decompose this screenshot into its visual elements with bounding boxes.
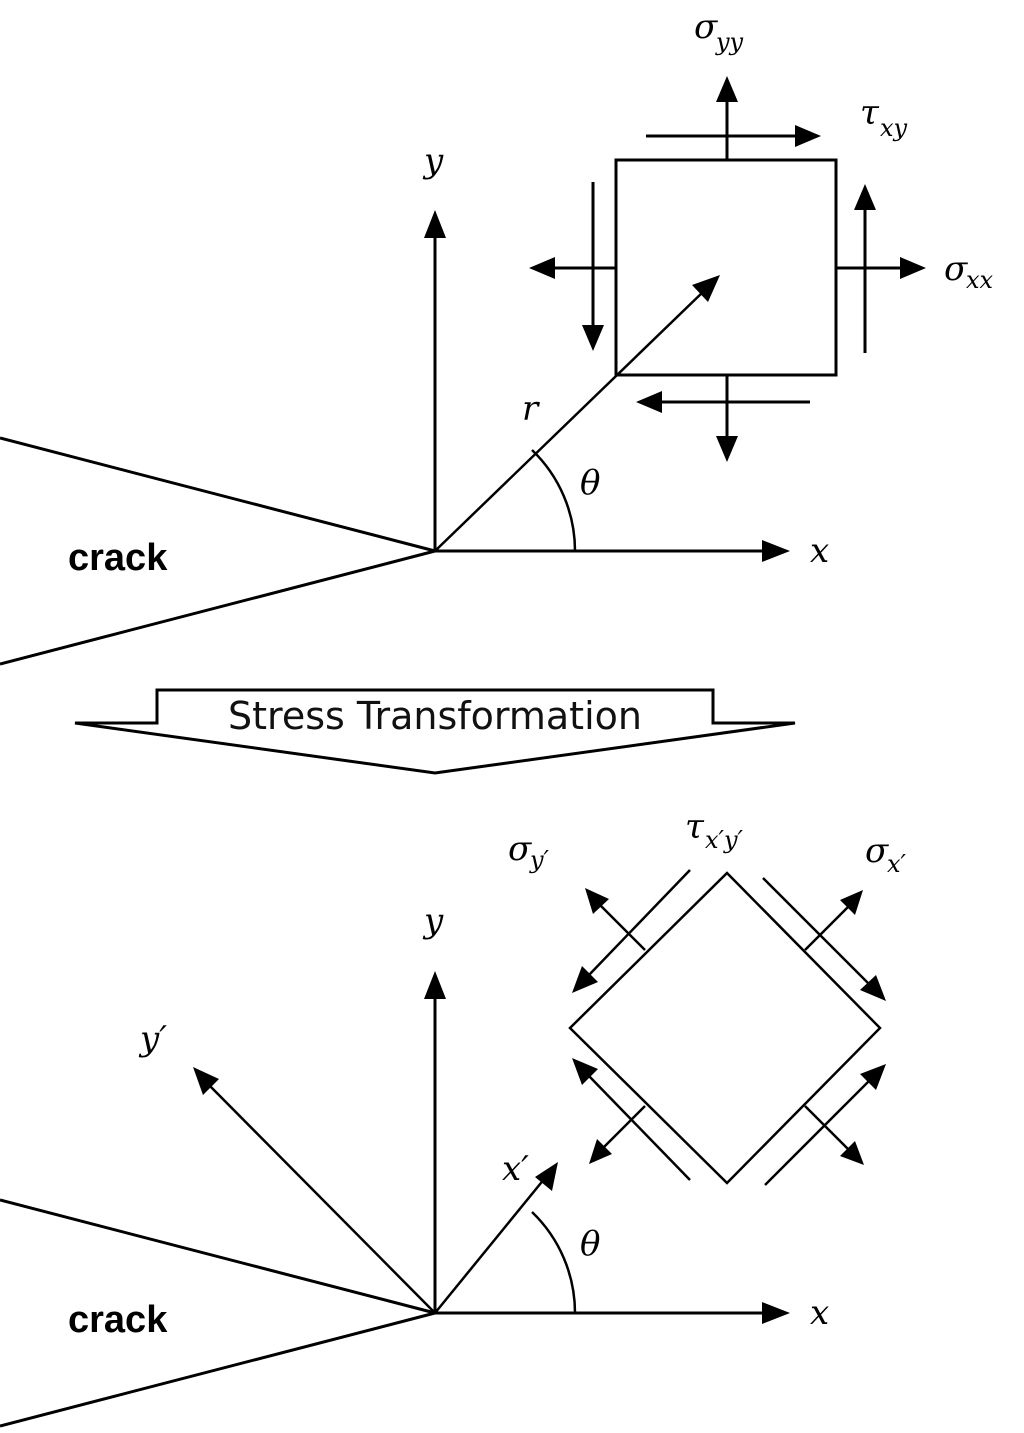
bottom-panel: crack x y y′ x′ θ (0, 807, 907, 1428)
x-axis-arrowhead (762, 540, 790, 562)
tau-xy-left-arrow (582, 182, 604, 351)
tau-shear-arrow-lower-right (764, 1064, 886, 1186)
crack-upper-flank (0, 436, 436, 553)
x-axis-arrowhead (762, 1302, 790, 1324)
stress-transformation-banner: Stress Transformation (74, 688, 796, 775)
svg-text:xx: xx (966, 266, 994, 294)
banner-label: Stress Transformation (228, 694, 642, 738)
crack-label: crack (68, 1299, 168, 1341)
svg-text:σ: σ (508, 829, 532, 869)
y-axis-label: y (422, 901, 444, 941)
y-axis (424, 971, 446, 1313)
tau-shear-arrow-upper-right (762, 877, 886, 1001)
crack-label: crack (68, 537, 168, 579)
sigma-y-prime-upper-arrow (585, 888, 646, 951)
sigma-x-prime-upper-arrow (804, 890, 863, 951)
rotated-stress-element (568, 871, 882, 1185)
crack-lower-flank (0, 1311, 436, 1428)
svg-text:x′y′: x′y′ (705, 826, 744, 854)
radius-arrowhead (692, 275, 720, 302)
tau-shear-arrow-upper-left (572, 869, 691, 993)
sigma-y-prime-lower-arrow (804, 1105, 864, 1165)
tau-xy-right-arrow (854, 184, 876, 353)
radius-label: r (522, 389, 540, 429)
crack-upper-flank (0, 1198, 436, 1315)
tau-shear-arrow-lower-left (572, 1058, 691, 1181)
svg-text:τ: τ (685, 807, 705, 847)
x-prime-axis-label: x′ (502, 1149, 529, 1189)
svg-text:y′: y′ (529, 846, 550, 874)
svg-text:τ: τ (860, 93, 880, 133)
svg-text:σ: σ (694, 7, 718, 47)
sigma-yy-bottom-arrow (716, 375, 738, 462)
theta-label: θ (580, 463, 600, 503)
banner-arrow-shape (74, 688, 796, 775)
theta-arc (531, 1211, 577, 1314)
y-prime-arrowhead (193, 1067, 219, 1095)
sigma-y-prime-label: σ y′ (508, 829, 550, 874)
sigma-x-prime-label: σ x′ (865, 831, 907, 878)
sigma-xx-right-arrow (836, 257, 926, 279)
x-axis-label: x (810, 1293, 829, 1333)
tau-xy-top-arrow (646, 125, 821, 147)
x-prime-arrowhead (535, 1162, 558, 1191)
top-panel: crack x y r θ (0, 7, 994, 666)
y-axis-arrowhead (424, 210, 446, 238)
crack-lower-flank (0, 549, 436, 666)
x-axis (435, 540, 790, 562)
x-axis-label: x (810, 531, 829, 571)
radius-vector (434, 275, 720, 552)
sigma-xx-label: σ xx (944, 249, 994, 294)
y-axis (424, 210, 446, 551)
y-axis-arrowhead (424, 971, 446, 999)
svg-text:yy: yy (715, 28, 744, 56)
svg-text:xy: xy (880, 114, 908, 142)
x-prime-axis (434, 1162, 558, 1314)
sigma-yy-top-arrow (716, 76, 738, 160)
x-axis (435, 1302, 790, 1324)
svg-text:σ: σ (865, 831, 889, 871)
svg-text:σ: σ (944, 249, 968, 289)
y-axis-label: y (422, 141, 444, 181)
tau-xy-bottom-arrow (636, 391, 810, 413)
theta-label: θ (580, 1224, 600, 1264)
tau-x-prime-y-prime-label: τ x′y′ (685, 807, 744, 854)
sigma-x-prime-lower-arrow (589, 1105, 646, 1164)
theta-arc (531, 449, 577, 552)
y-prime-axis-label: y′ (138, 1019, 167, 1059)
tau-xy-label: τ xy (860, 93, 908, 142)
sigma-yy-label: σ yy (694, 7, 744, 56)
y-prime-axis (193, 1067, 436, 1314)
svg-text:x′: x′ (887, 850, 907, 878)
sigma-xx-left-arrow (529, 257, 616, 279)
